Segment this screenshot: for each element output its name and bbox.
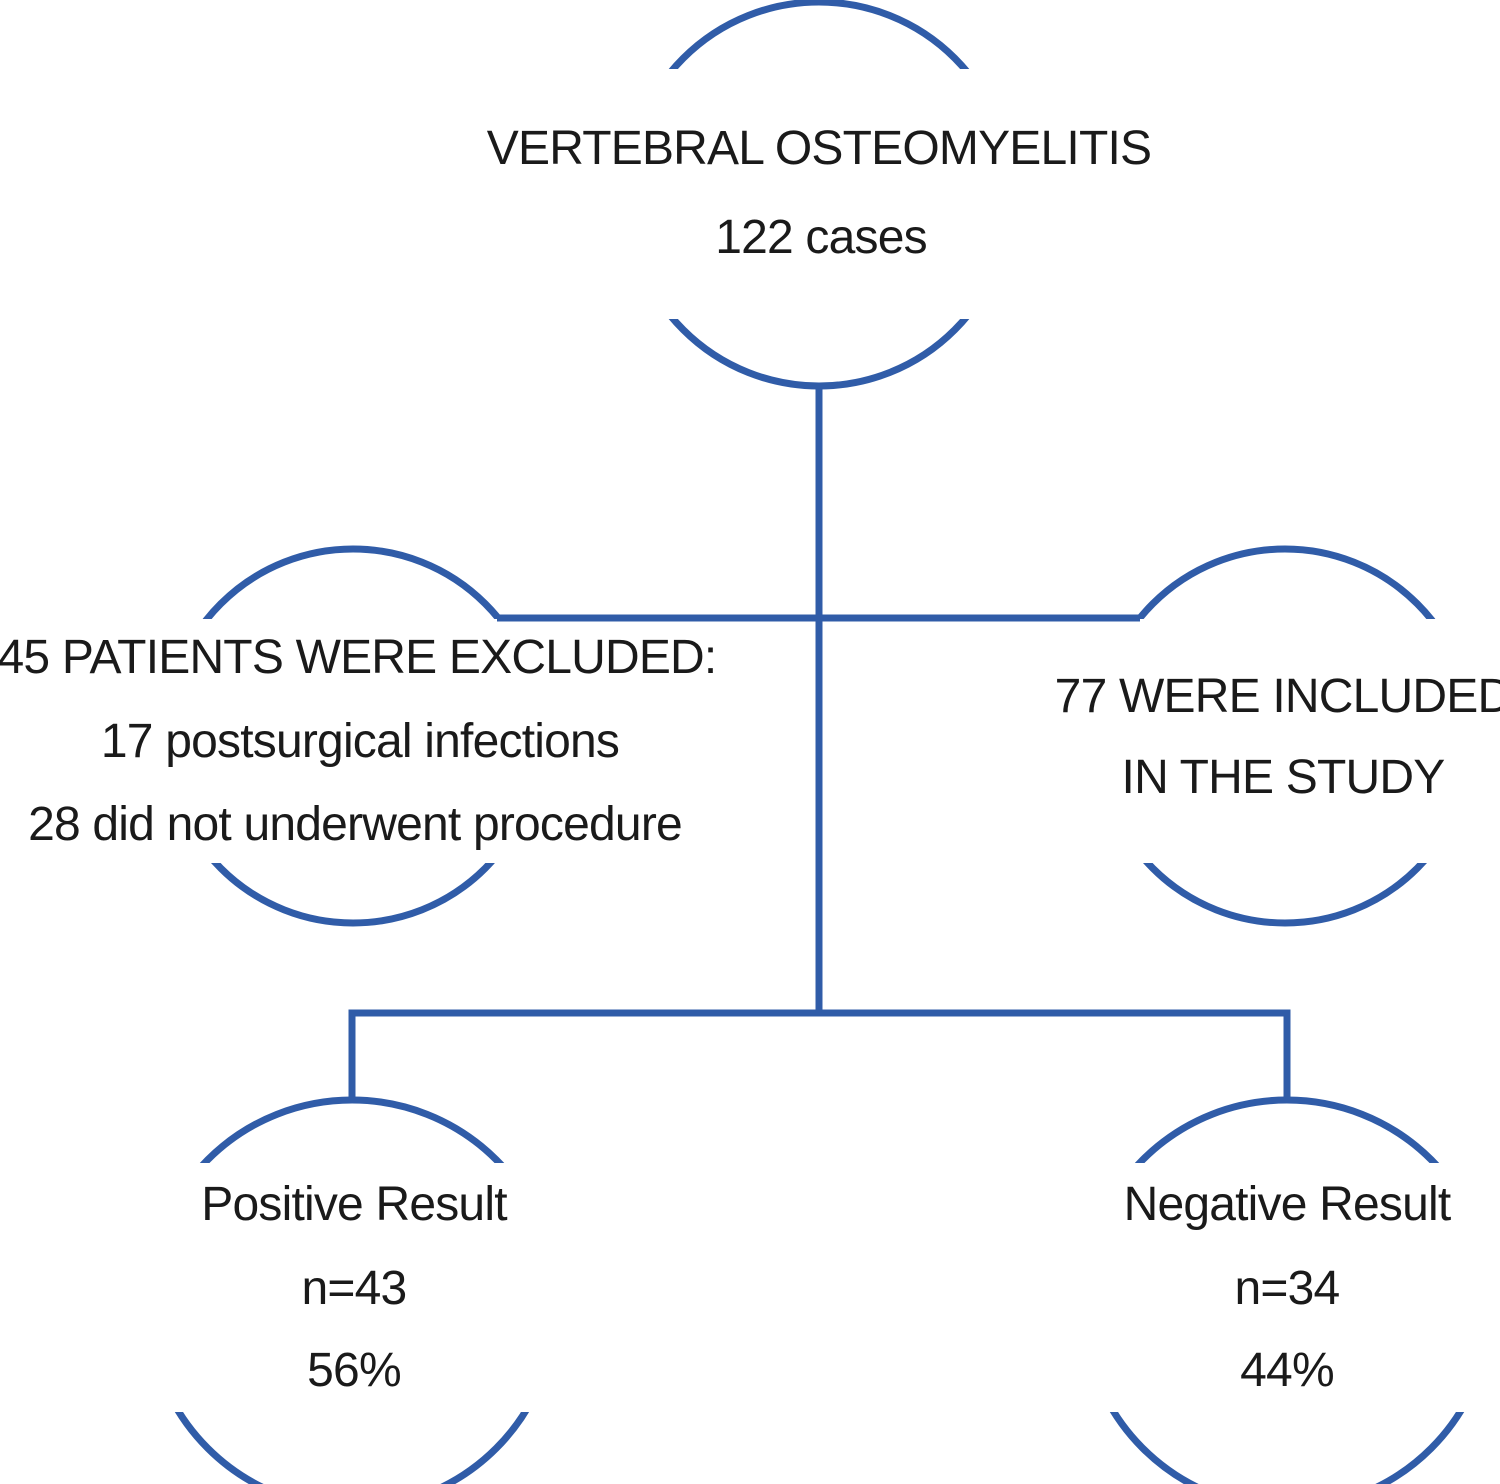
node-excluded-detail2: 28 did not underwent procedure (28, 798, 683, 851)
node-excluded-detail1: 17 postsurgical infections (100, 715, 620, 768)
node-negative-count: n=34 (1234, 1262, 1341, 1315)
node-negative-percent: 44% (1240, 1344, 1334, 1397)
node-root-title: VERTEBRAL OSTEOMYELITIS (486, 122, 1152, 175)
node-positive-percent: 56% (307, 1344, 401, 1397)
node-positive-count: n=43 (301, 1262, 408, 1315)
node-included-textband (1070, 619, 1500, 863)
node-included-subtitle: IN THE STUDY (1121, 751, 1446, 804)
node-included-title: 77 WERE INCLUDED (1054, 670, 1500, 723)
node-positive-title: Positive Result (201, 1178, 507, 1231)
connector-results-bracket (348, 1009, 1291, 1101)
node-root-textband (598, 69, 1040, 319)
node-excluded-textband (138, 619, 568, 863)
node-excluded-title: 45 PATIENTS WERE EXCLUDED: (0, 631, 717, 684)
node-positive-textband (126, 1163, 578, 1412)
node-negative-textband (1061, 1163, 1500, 1412)
node-root-count: 122 cases (715, 211, 927, 264)
node-negative-title: Negative Result (1123, 1178, 1452, 1231)
